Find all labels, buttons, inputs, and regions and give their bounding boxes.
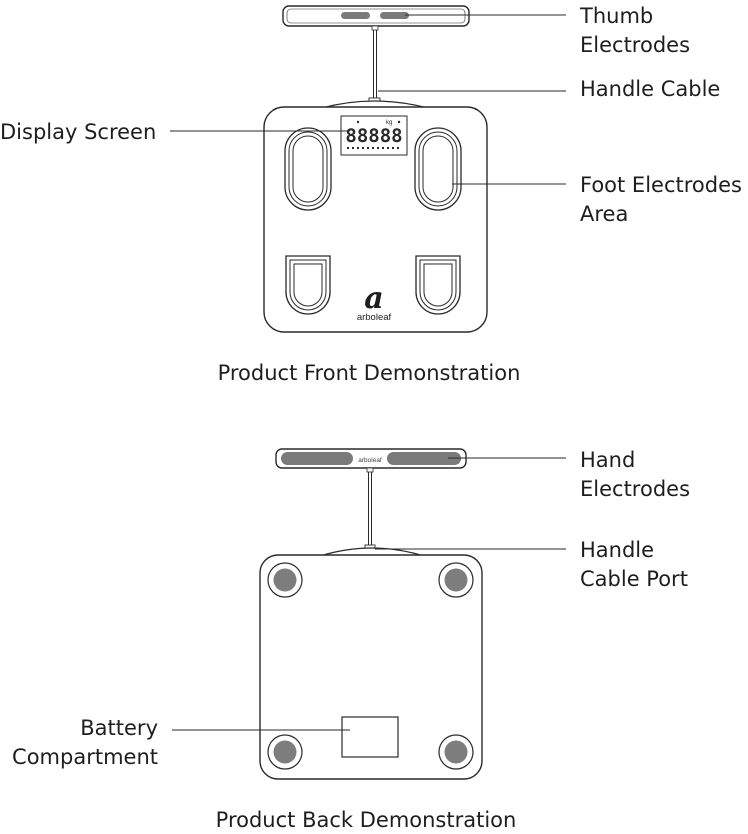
display-digits: 88888 (345, 125, 402, 147)
handle-brand-name: arboleaf (358, 457, 382, 464)
thumb-electrode-left (341, 12, 370, 19)
front-handle-bar (282, 5, 470, 27)
foot-pad-top-right (438, 562, 474, 598)
front-scale-body (263, 100, 488, 333)
front-view: 88888 kg a arbole (170, 5, 566, 333)
foot-pad-bottom-left (267, 734, 303, 770)
foot-electrode-bottom-left (285, 255, 331, 315)
back-view: arboleaf (172, 448, 566, 780)
foot-pad-bottom-right (438, 734, 474, 770)
foot-electrode-top-right (414, 127, 462, 211)
brand-name: arboleaf (357, 312, 392, 323)
thumb-electrode-right (380, 12, 409, 19)
hand-electrode-right (387, 452, 461, 465)
back-leader-lines (172, 457, 566, 731)
label-handle-cable: Handle Cable (580, 77, 721, 101)
label-hand-electrodes: Hand Electrodes (580, 448, 691, 501)
foot-electrode-top-left (284, 127, 332, 211)
display-screen: 88888 kg (340, 115, 408, 156)
foot-electrode-bottom-right (415, 255, 461, 315)
front-leader-lines (170, 14, 566, 185)
foot-pad-top-left (267, 562, 303, 598)
battery-compartment (341, 716, 399, 758)
label-battery-compartment: Battery Compartment (12, 716, 158, 769)
label-foot-electrodes-area: Foot Electrodes Area (580, 173, 742, 226)
label-thumb-electrodes: Thumb Electrodes (580, 4, 691, 57)
back-handle-bar: arboleaf (275, 448, 467, 469)
back-handle-cable (364, 467, 376, 554)
label-handle-cable-port: Handle Cable Port (580, 538, 688, 591)
hand-electrode-left (281, 452, 353, 465)
back-scale-body (259, 547, 483, 780)
logo-letter: a (364, 281, 383, 316)
display-unit: kg (386, 120, 392, 126)
front-handle-cable (368, 25, 381, 106)
caption-back: Product Back Demonstration (215, 808, 517, 832)
brand-logo: a arboleaf (357, 281, 392, 323)
caption-front: Product Front Demonstration (217, 361, 521, 385)
label-display-screen: Display Screen (0, 120, 157, 144)
